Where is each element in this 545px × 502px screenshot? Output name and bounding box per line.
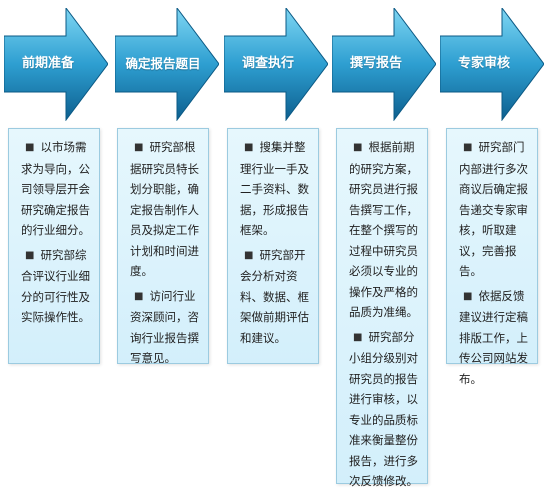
step-title: 专家审核 [457,56,510,71]
bullet-icon: ■ [25,142,35,153]
step-item: ■根据前期的研究方案，研究员进行报告撰写工作，在整个撰写的过程中研究员必须以专业… [349,140,418,319]
arrow-shape [440,8,544,121]
step-title: 确定报告题目 [125,56,201,71]
step-item: ■研究部门内部进行多次商议后确定报告递交专家审核，听取建议，完善报告。 [459,140,528,278]
step-item: ■研究部分小组分级别对研究员的报告进行审核，以专业的品质标准来衡量整份报告，进行… [349,329,418,489]
step-card-1: ■以市场需求为导向，公司领导层开会研究确定报告的行业细分。 ■研究部综合评议行业… [8,128,100,364]
step-item: ■以市场需求为导向，公司领导层开会研究确定报告的行业细分。 [21,140,90,237]
bullet-icon: ■ [134,142,144,153]
bullet-icon: ■ [353,331,363,343]
bullet-icon: ■ [353,142,363,153]
step-arrow-5: 专家审核 [440,8,544,121]
step-card-2: ■研究部根据研究员特长划分职能，确定报告制作人员及拟定工作计划和时间进度。 ■访… [117,128,209,365]
step-title: 撰写报告 [349,56,402,71]
step-card-5: ■研究部门内部进行多次商议后确定报告递交专家审核，听取建议，完善报告。 ■依据反… [446,128,538,386]
step-title: 前期准备 [21,56,74,71]
bullet-icon: ■ [244,142,254,153]
step-arrow-2: 确定报告题目 [115,8,219,121]
arrow-shape [332,8,436,121]
step-title: 调查执行 [241,56,294,71]
step-card-4: ■根据前期的研究方案，研究员进行报告撰写工作，在整个撰写的过程中研究员必须以专业… [336,128,428,488]
bullet-icon: ■ [134,290,144,302]
bullet-icon: ■ [25,249,35,261]
step-arrow-4: 撰写报告 [332,8,436,121]
step-arrow-3: 调查执行 [224,8,328,121]
step-card-3: ■搜集并整理行业一手及二手资料、数据，形成报告框架。 ■研究部开会分析对资料、数… [227,128,319,364]
step-item: ■访问行业资深顾问，咨询行业报告撰写意见。 [130,288,199,366]
step-item: ■搜集并整理行业一手及二手资料、数据，形成报告框架。 [240,140,309,237]
bullet-icon: ■ [463,290,473,302]
bullet-icon: ■ [463,142,473,153]
step-item: ■研究部根据研究员特长划分职能，确定报告制作人员及拟定工作计划和时间进度。 [130,140,199,278]
step-arrow-1: 前期准备 [4,8,108,121]
arrow-shape [4,8,108,121]
step-item: ■依据反馈建议进行定稿排版工作，上传公司网站发布。 [459,288,528,386]
arrow-shape [115,8,219,121]
step-item: ■研究部综合评议行业细分的可行性及实际操作性。 [21,247,90,325]
bullet-icon: ■ [244,249,254,261]
arrow-shape [224,8,328,121]
step-item: ■研究部开会分析对资料、数据、框架做前期评估和建议。 [240,247,309,345]
